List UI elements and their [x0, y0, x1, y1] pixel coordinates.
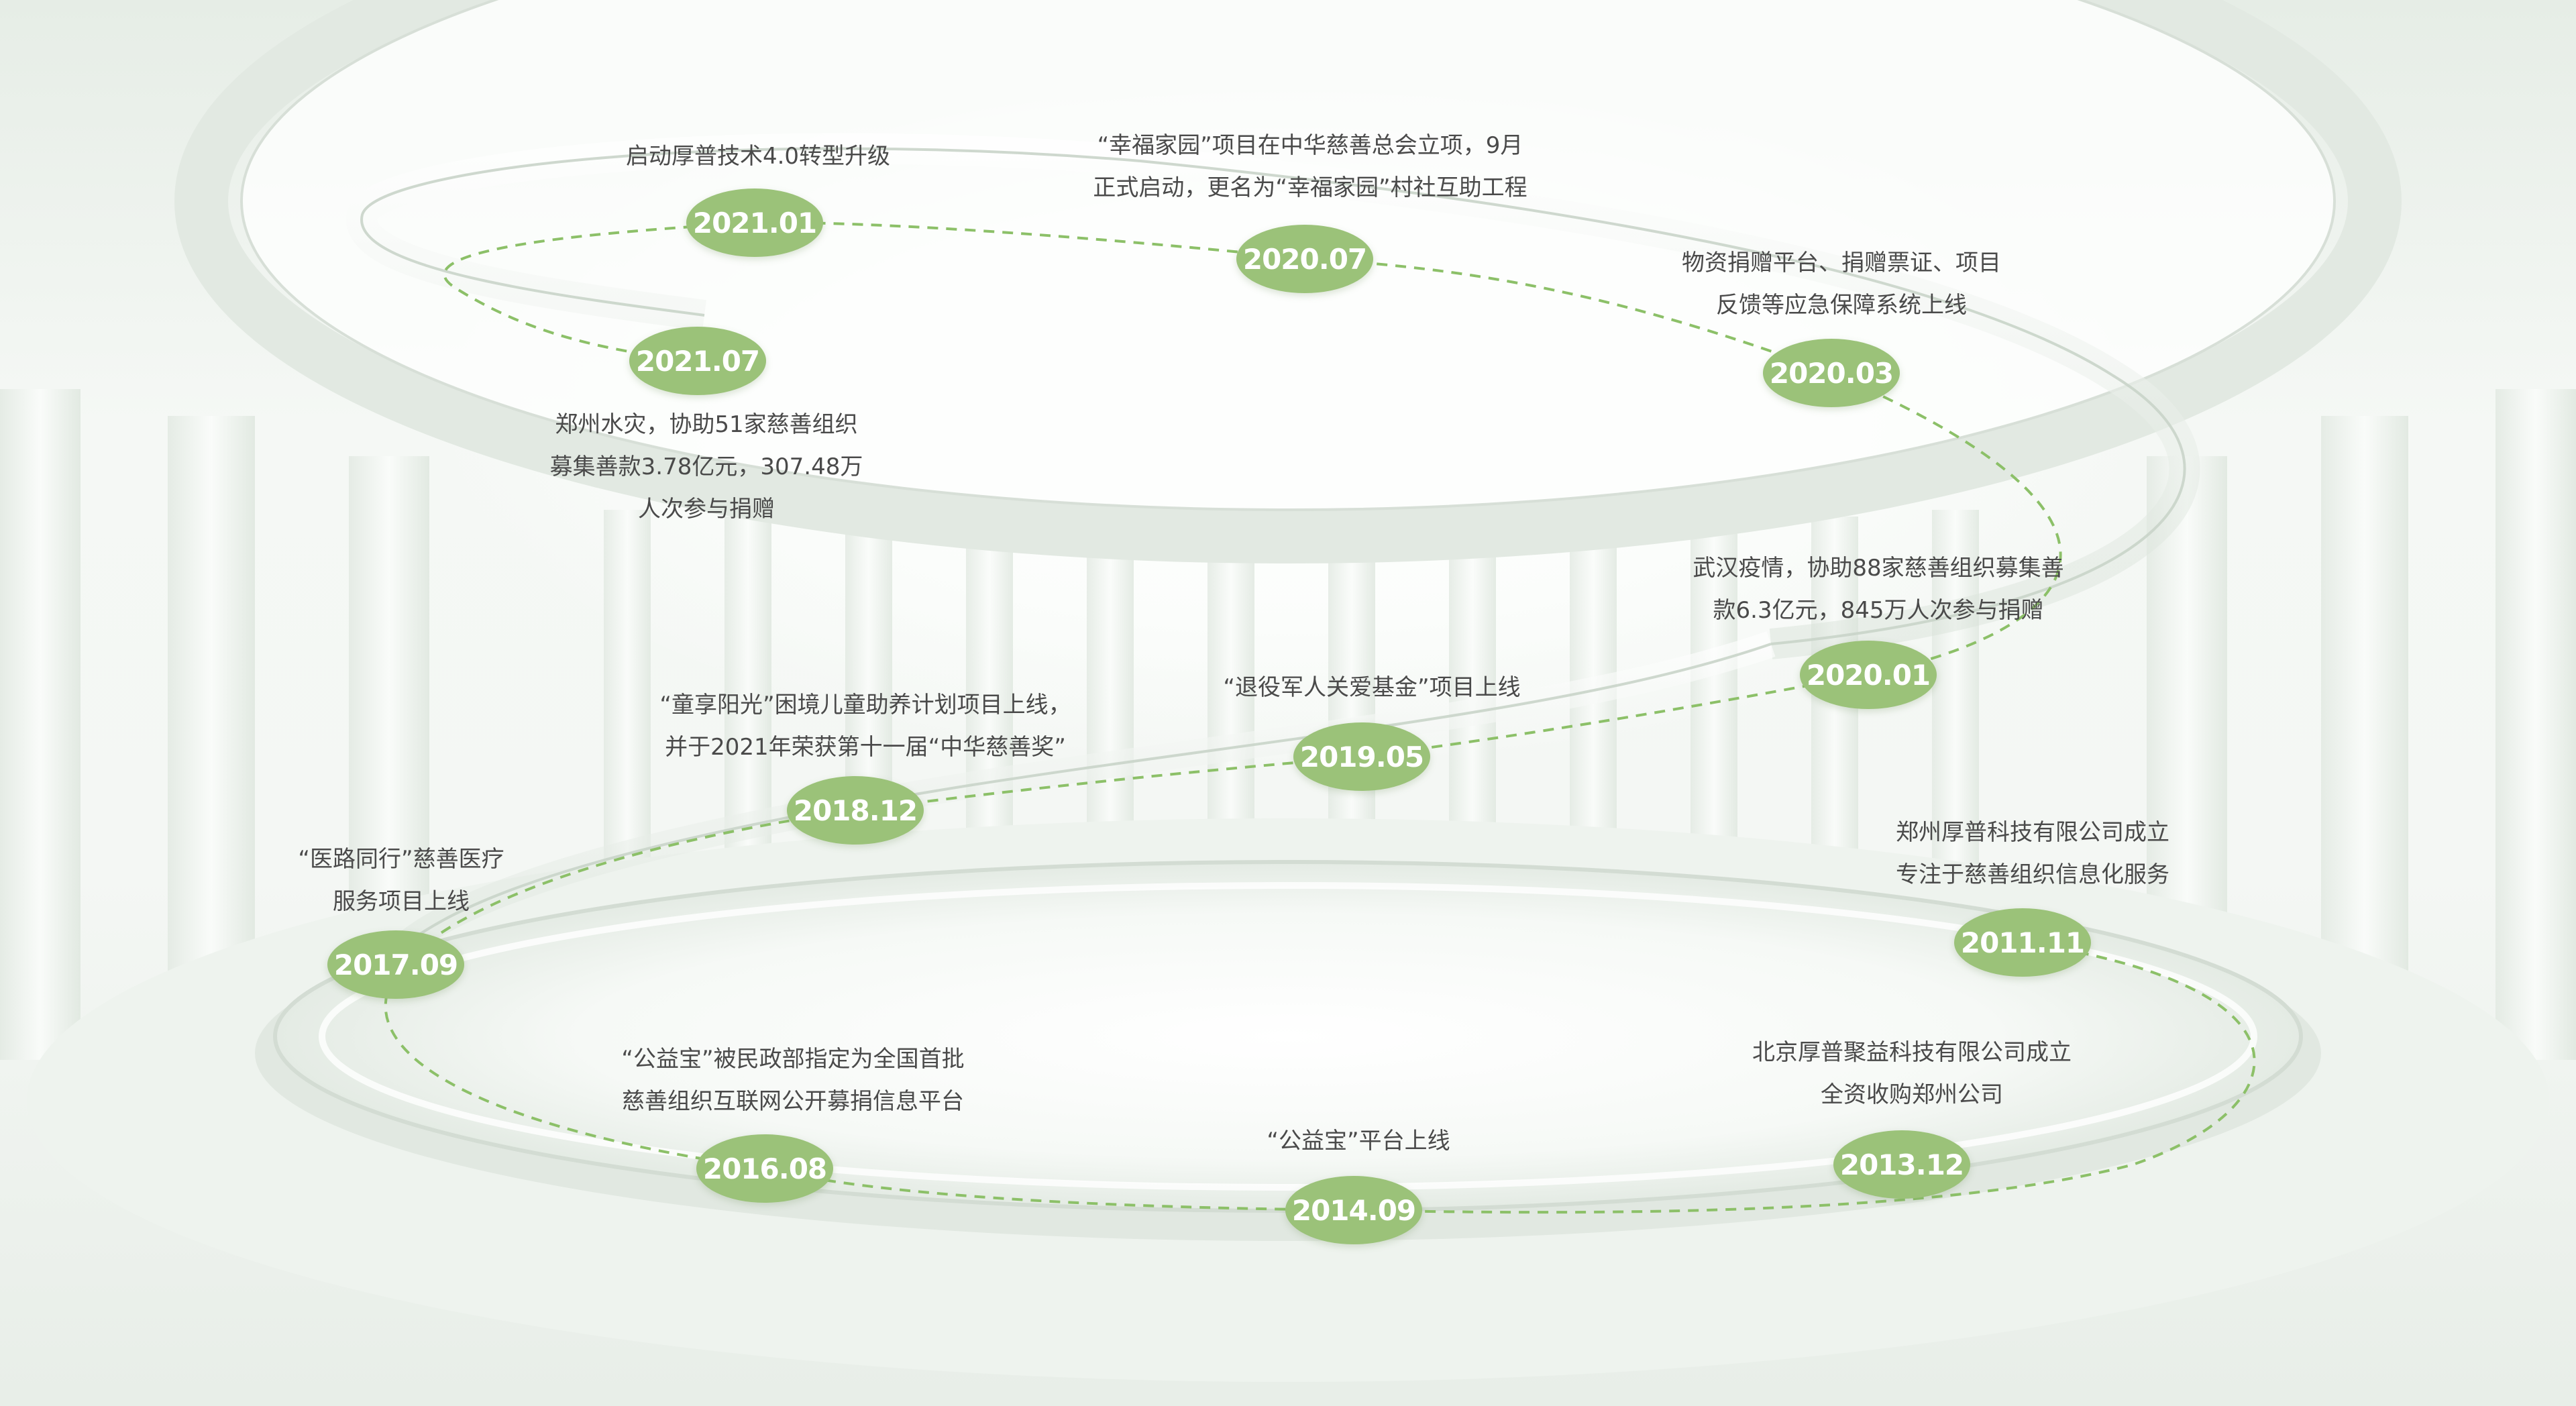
milestone-desc-line: 募集善款3.78亿元，307.48万 — [549, 453, 863, 480]
milestone-desc-line: “童享阳光”困境儿童助养计划项目上线， — [659, 692, 1071, 718]
milestone-desc-line: 正式启动，更名为“幸福家园”村社互助工程 — [1093, 174, 1527, 201]
timeline-dashed-path — [384, 221, 2256, 1214]
milestone-desc-2016-08: “公益宝”被民政部指定为全国首批 慈善组织互联网公开募捐信息平台 — [621, 1038, 964, 1123]
milestone-desc-line: 专注于慈善组织信息化服务 — [1896, 861, 2169, 888]
milestone-badge-2021-07: 2021.07 — [629, 327, 766, 395]
milestone-desc-2020-01: 武汉疫情，协助88家慈善组织募集善 款6.3亿元，845万人次参与捐赠 — [1693, 547, 2063, 632]
milestone-desc-2019-05: “退役军人关爱基金”项目上线 — [1223, 667, 1520, 709]
milestone-desc-line: 郑州厚普科技有限公司成立 — [1896, 819, 2169, 846]
milestone-desc-2011-11: 郑州厚普科技有限公司成立 专注于慈善组织信息化服务 — [1896, 812, 2169, 896]
milestone-desc-line: “医路同行”慈善医疗 — [298, 846, 504, 873]
milestone-desc-2013-12: 北京厚普聚益科技有限公司成立 全资收购郑州公司 — [1752, 1032, 2072, 1116]
milestone-desc-line: “退役军人关爱基金”项目上线 — [1223, 674, 1521, 701]
milestone-badge-2021-01: 2021.01 — [686, 188, 823, 257]
milestone-badge-2020-07: 2020.07 — [1236, 225, 1373, 293]
milestone-desc-line: 北京厚普聚益科技有限公司成立 — [1752, 1039, 2072, 1066]
milestone-badge-2016-08: 2016.08 — [696, 1134, 833, 1203]
milestone-desc-line: “公益宝”被民政部指定为全国首批 — [621, 1046, 965, 1073]
milestone-desc-2014-09: “公益宝”平台上线 — [1267, 1120, 1450, 1162]
milestone-desc-line: 慈善组织互联网公开募捐信息平台 — [621, 1088, 964, 1115]
milestone-desc-line: 人次参与捐赠 — [637, 496, 775, 523]
milestone-desc-line: 物资捐赠平台、捐赠票证、项目 — [1682, 250, 2001, 276]
milestone-desc-2020-03: 物资捐赠平台、捐赠票证、项目 反馈等应急保障系统上线 — [1682, 242, 2001, 327]
milestone-desc-2021-01: 启动厚普技术4.0转型升级 — [626, 136, 890, 178]
milestone-desc-line: “公益宝”平台上线 — [1267, 1128, 1450, 1154]
milestone-badge-2018-12: 2018.12 — [787, 776, 924, 845]
milestone-desc-2018-12: “童享阳光”困境儿童助养计划项目上线， 并于2021年荣获第十一届“中华慈善奖” — [659, 684, 1071, 769]
milestone-desc-line: 款6.3亿元，845万人次参与捐赠 — [1713, 597, 2044, 624]
milestone-desc-2020-07: “幸福家园”项目在中华慈善总会立项，9月 正式启动，更名为“幸福家园”村社互助工… — [1093, 125, 1527, 209]
milestone-badge-2020-01: 2020.01 — [1800, 641, 1937, 709]
milestone-badge-2013-12: 2013.12 — [1833, 1130, 1970, 1199]
milestone-desc-line: 服务项目上线 — [332, 888, 470, 915]
milestone-desc-2021-07: 郑州水灾，协助51家慈善组织 募集善款3.78亿元，307.48万 人次参与捐赠 — [550, 404, 863, 531]
milestone-desc-line: 郑州水灾，协助51家慈善组织 — [555, 411, 858, 438]
milestone-desc-line: 并于2021年荣获第十一届“中华慈善奖” — [665, 734, 1066, 761]
milestone-desc-line: 武汉疫情，协助88家慈善组织募集善 — [1693, 555, 2064, 582]
milestone-badge-2014-09: 2014.09 — [1285, 1176, 1422, 1244]
milestone-desc-line: 启动厚普技术4.0转型升级 — [625, 143, 891, 170]
milestone-desc-line: 全资收购郑州公司 — [1821, 1081, 2003, 1108]
milestone-desc-2017-09: “医路同行”慈善医疗 服务项目上线 — [298, 839, 504, 923]
milestone-badge-2017-09: 2017.09 — [327, 930, 464, 999]
milestone-desc-line: “幸福家园”项目在中华慈善总会立项，9月 — [1097, 132, 1523, 159]
glass-spiral-ribbon — [346, 133, 2200, 986]
milestone-badge-2020-03: 2020.03 — [1763, 339, 1900, 407]
milestone-badge-2011-11: 2011.11 — [1954, 908, 2091, 977]
milestone-desc-line: 反馈等应急保障系统上线 — [1716, 292, 1967, 319]
milestone-badge-2019-05: 2019.05 — [1293, 722, 1430, 791]
